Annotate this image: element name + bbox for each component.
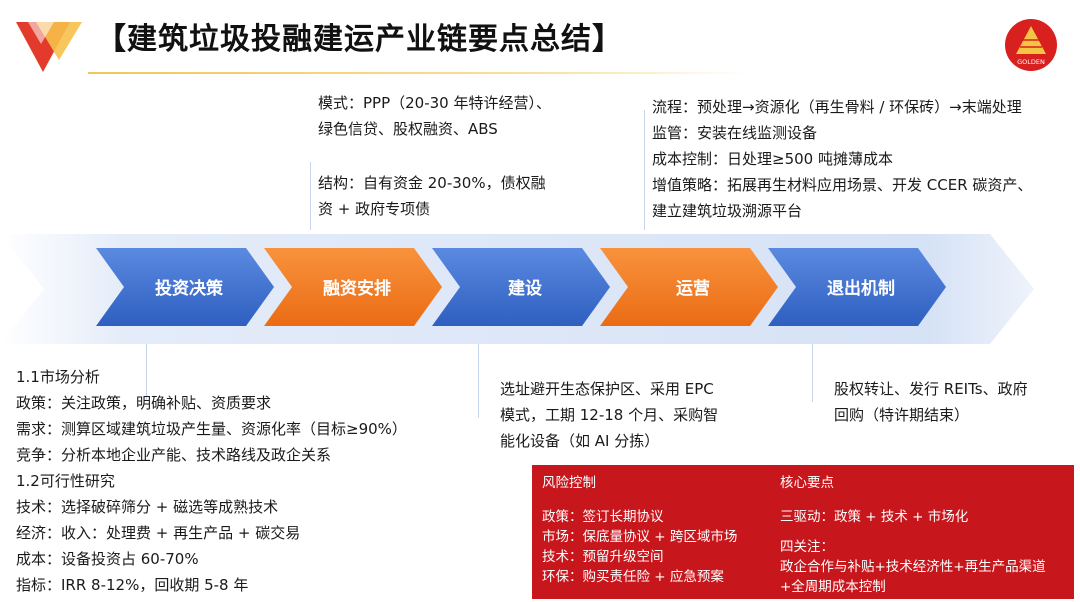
financing-mode-line: 模式：PPP（20-30 年特许经营）、 [318, 94, 551, 112]
golden-logo-icon: GOLDEN [1005, 19, 1057, 71]
summary-box: 风险控制 政策：签订长期协议 市场：保底量协议 + 跨区域市场 技术：预留升级空… [532, 465, 1074, 599]
investment-line: 成本：设备投资占 60-70% [16, 550, 199, 568]
core-points-column: 核心要点 三驱动：政策 + 技术 + 市场化 四关注： 政企合作与补贴+技术经济… [780, 473, 1046, 597]
risk-line: 政策：签订长期协议 [542, 509, 664, 525]
connector-construction [478, 330, 479, 418]
core-focus-heading: 四关注： [780, 539, 834, 555]
exit-line: 回购（特许期结束） [834, 406, 970, 424]
investment-line: 1.2可行性研究 [16, 472, 115, 490]
flow-step-label: 投资决策 [155, 279, 223, 299]
core-focus-line: 政企合作与补贴+技术经济性+再生产品渠道 [780, 559, 1046, 575]
connector-exit [812, 330, 813, 402]
operation-line: 成本控制：日处理≥500 吨摊薄成本 [652, 150, 893, 168]
construction-line: 选址避开生态保护区、采用 EPC [500, 380, 714, 398]
flow-step-label: 退出机制 [827, 279, 895, 299]
connector-investment [146, 330, 147, 400]
construction-line: 能化设备（如 AI 分拣） [500, 432, 660, 450]
risk-line: 环保：购买责任险 + 应急预案 [542, 569, 724, 585]
operation-line: 增值策略：拓展再生材料应用场景、开发 CCER 碳资产、 [652, 176, 1033, 194]
brand-logo-icon [16, 22, 82, 72]
investment-notes: 1.1市场分析 政策：关注政策，明确补贴、资质要求 需求：测算区域建筑垃圾产生量… [16, 364, 407, 598]
risk-line: 市场：保底量协议 + 跨区域市场 [542, 529, 738, 545]
core-focus-line: +全周期成本控制 [780, 579, 886, 595]
investment-line: 竞争：分析本地企业产能、技术路线及政企关系 [16, 446, 332, 464]
investment-line: 经济：收入：处理费 + 再生产品 + 碳交易 [16, 524, 301, 542]
flow-step-arrow [432, 248, 610, 326]
financing-structure-line: 资 + 政府专项债 [318, 200, 431, 218]
operation-line: 流程：预处理→资源化（再生骨料 / 环保砖）→末端处理 [652, 98, 1022, 116]
operation-line: 监管：安装在线监测设备 [652, 124, 818, 142]
title-underline [88, 72, 748, 74]
investment-line: 技术：选择破碎筛分 + 磁选等成熟技术 [16, 498, 279, 516]
risk-line: 技术：预留升级空间 [542, 549, 664, 565]
golden-logo-text: GOLDEN [1017, 58, 1045, 66]
financing-mode-line: 绿色信贷、股权融资、ABS [318, 120, 498, 138]
connector-financing [310, 162, 311, 230]
financing-mode-notes: 模式：PPP（20-30 年特许经营）、 绿色信贷、股权融资、ABS [318, 90, 551, 142]
core-drivers: 三驱动：政策 + 技术 + 市场化 [780, 509, 969, 525]
risk-control-heading: 风险控制 [542, 475, 596, 491]
flow-step-label: 建设 [508, 279, 542, 299]
construction-line: 模式，工期 12-18 个月、采购智 [500, 406, 719, 424]
investment-line: 1.1市场分析 [16, 368, 100, 386]
investment-line: 政策：关注政策，明确补贴、资质要求 [16, 394, 272, 412]
construction-notes: 选址避开生态保护区、采用 EPC 模式，工期 12-18 个月、采购智 能化设备… [500, 376, 718, 454]
flow-step-arrow [264, 248, 442, 326]
page-title: 【建筑垃圾投融建运产业链要点总结】 [96, 22, 623, 57]
process-flow [0, 234, 1034, 344]
flow-step-arrow [768, 248, 946, 326]
operation-notes: 流程：预处理→资源化（再生骨料 / 环保砖）→末端处理 监管：安装在线监测设备 … [652, 94, 1032, 224]
exit-line: 股权转让、发行 REITs、政府 [834, 380, 1028, 398]
exit-notes: 股权转让、发行 REITs、政府 回购（特许期结束） [834, 376, 1028, 428]
flow-step-label: 运营 [676, 279, 710, 299]
flow-step-arrow [96, 248, 274, 326]
investment-line: 指标：IRR 8-12%，回收期 5-8 年 [16, 576, 249, 594]
financing-structure-line: 结构：自有资金 20-30%，债权融 [318, 174, 546, 192]
connector-operation [644, 110, 645, 230]
flow-step-arrow [600, 248, 778, 326]
financing-structure-notes: 结构：自有资金 20-30%，债权融 资 + 政府专项债 [318, 170, 546, 222]
core-points-heading: 核心要点 [780, 475, 834, 491]
risk-control-column: 风险控制 政策：签订长期协议 市场：保底量协议 + 跨区域市场 技术：预留升级空… [542, 473, 737, 587]
operation-line: 建立建筑垃圾溯源平台 [652, 202, 803, 220]
flow-step-label: 融资安排 [323, 279, 391, 299]
investment-line: 需求：测算区域建筑垃圾产生量、资源化率（目标≥90%） [16, 420, 407, 438]
